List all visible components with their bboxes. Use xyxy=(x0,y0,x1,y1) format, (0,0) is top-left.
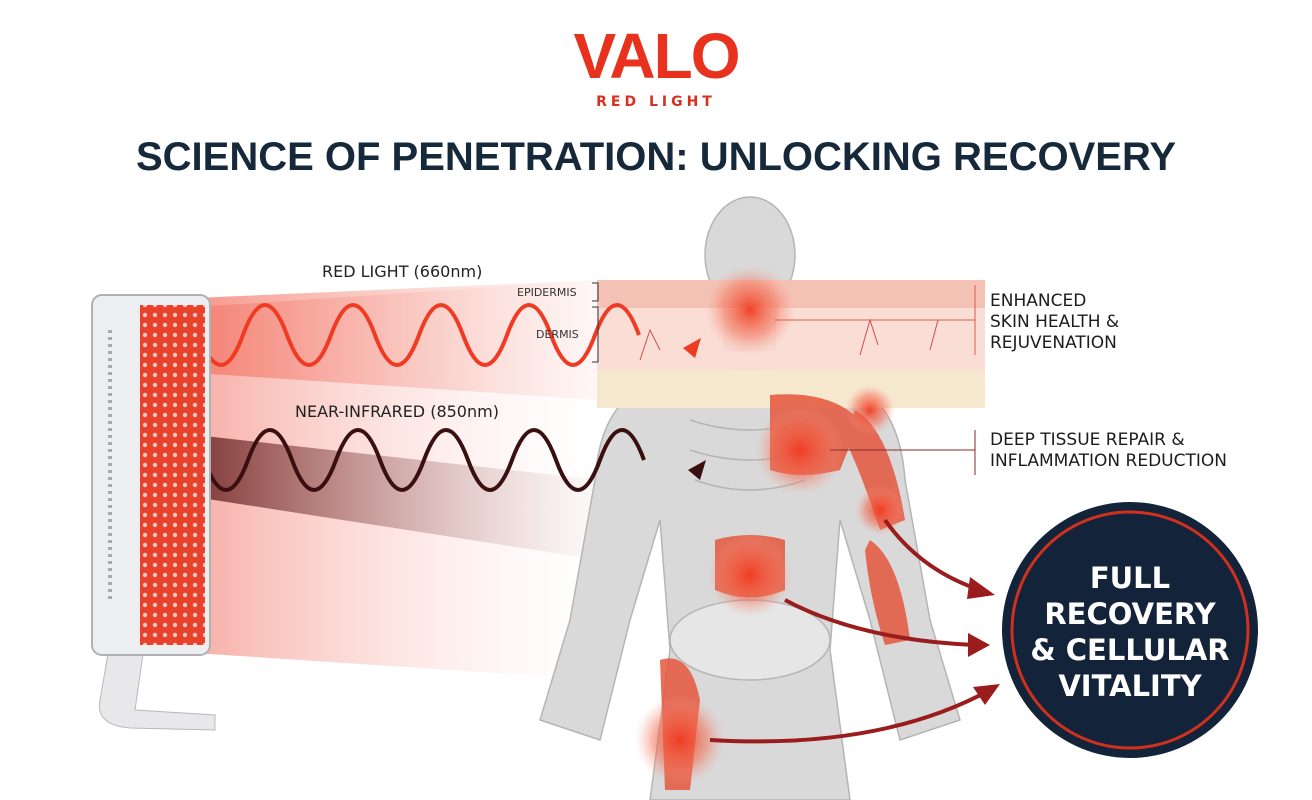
benefit-tissue: DEEP TISSUE REPAIR & INFLAMMATION REDUCT… xyxy=(990,430,1227,472)
dermis-bracket xyxy=(592,306,599,363)
epidermis-label: EPIDERMIS xyxy=(517,286,577,299)
red-light-label: RED LIGHT (660nm) xyxy=(322,262,483,281)
benefit-line: INFLAMMATION REDUCTION xyxy=(990,451,1227,471)
dermis-label: DERMIS xyxy=(536,328,579,341)
logo-tagline: RED LIGHT xyxy=(596,94,716,110)
benefit-line: DEEP TISSUE REPAIR & xyxy=(990,430,1185,450)
benefit-line: REJUVENATION xyxy=(990,333,1117,353)
result-line: VITALITY xyxy=(1058,669,1202,703)
arrowhead-icons xyxy=(967,577,1000,705)
nir-arrow-icon xyxy=(688,460,706,480)
light-beams xyxy=(150,280,600,680)
result-line: RECOVERY xyxy=(1044,597,1216,631)
result-line: FULL xyxy=(1089,561,1171,595)
epidermis-bracket xyxy=(592,282,599,302)
result-circle xyxy=(1002,502,1258,758)
result-line: & CELLULAR xyxy=(1030,633,1230,667)
nir-label: NEAR-INFRARED (850nm) xyxy=(295,402,499,421)
nir-wave xyxy=(158,428,646,492)
red-arrow-icon xyxy=(683,338,701,358)
result-circle-ring xyxy=(1010,510,1250,750)
glow-spots xyxy=(635,265,905,785)
red-light-wave xyxy=(153,303,641,367)
benefit-skin: ENHANCED SKIN HEALTH & REJUVENATION xyxy=(990,291,1119,354)
benefit-line: ENHANCED xyxy=(990,291,1087,311)
red-light-panel-device xyxy=(91,294,216,731)
logo-brand: VALO xyxy=(573,20,740,92)
page-title: SCIENCE OF PENETRATION: UNLOCKING RECOVE… xyxy=(135,135,1177,179)
benefit-line: SKIN HEALTH & xyxy=(990,312,1120,332)
result-text: FULL RECOVERY & CELLULAR VITALITY xyxy=(1000,560,1260,704)
result-arrows xyxy=(709,518,991,744)
